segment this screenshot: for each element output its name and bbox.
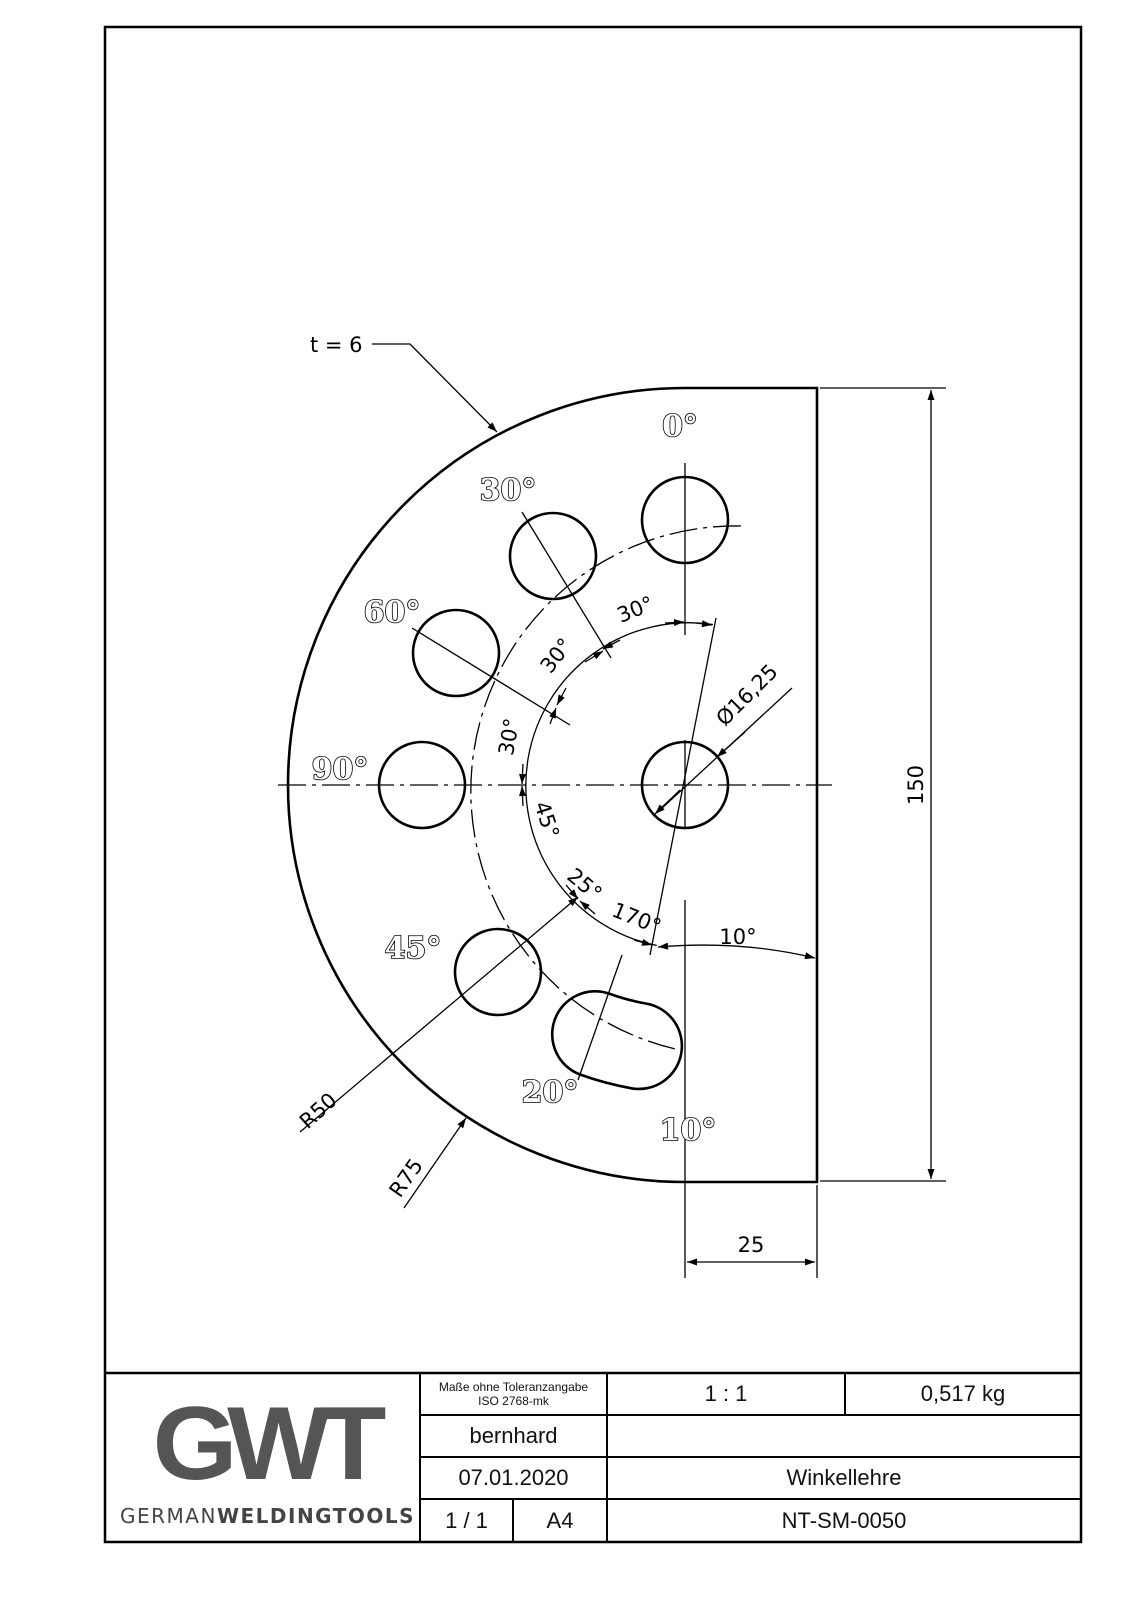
drawing-title: Winkellehre — [786, 1465, 902, 1490]
angle-label-30: 30° — [480, 473, 537, 508]
title-block-grid — [419, 1373, 1081, 1542]
dim-r75: R75 — [385, 1154, 428, 1202]
r75-leader — [403, 1117, 467, 1209]
logo-subtitle-bold: WELDINGTOOLS — [216, 1504, 416, 1528]
dim-r50: R50 — [295, 1088, 342, 1133]
dim-angle-30-top: 30° — [614, 591, 658, 627]
arrow-0 — [664, 619, 685, 627]
part-outline — [286, 386, 819, 1184]
dim-angle-30-low: 30° — [494, 716, 524, 757]
thickness-note: t = 6 — [310, 333, 363, 357]
hole-90 — [377, 740, 467, 830]
arrow-90b — [519, 785, 526, 807]
bolt-circle — [470, 525, 742, 1051]
tolerance-note: Maße ohne Toleranzangabe ISO 2768-mk — [421, 1374, 606, 1414]
hole-0 — [640, 475, 730, 565]
extension-line-170 — [649, 617, 717, 956]
drawing-number: NT-SM-0050 — [781, 1507, 907, 1533]
logo-subtitle: GERMANWELDINGTOOLS — [120, 1504, 415, 1528]
r50-leader — [299, 896, 579, 1133]
hole-60 — [411, 608, 501, 698]
hole-center — [640, 740, 730, 830]
arrow-135b — [579, 900, 596, 915]
dim-150: 150 — [904, 765, 928, 805]
angle-label-0: 0° — [662, 409, 698, 444]
arrow-90a — [519, 763, 526, 785]
dim-angle-25: 25° — [563, 863, 607, 905]
diameter-arrow-a — [654, 789, 681, 815]
arrow-60b — [549, 707, 557, 725]
dim-angle-45: 45° — [529, 798, 563, 841]
dim-angle-30-mid: 30° — [536, 634, 578, 678]
tolerance-line-2: ISO 2768-mk — [478, 1394, 549, 1408]
drawing-date: 07.01.2020 — [458, 1465, 569, 1490]
arrow-170 — [633, 938, 653, 946]
arrow-30a — [602, 639, 621, 650]
mass-value: 0,517 kg — [920, 1381, 1006, 1406]
extension-line-30 — [521, 511, 612, 659]
arrow-30b — [584, 650, 604, 663]
dim-angle-10: 10° — [719, 925, 756, 949]
company-logo: GWT GERMANWELDINGTOOLS — [120, 1386, 414, 1532]
scale-value: 1 : 1 — [704, 1381, 748, 1406]
slot-20-10 — [550, 990, 684, 1091]
angle-label-90: 90° — [312, 752, 369, 787]
extension-line-60 — [411, 627, 571, 726]
angle-label-20: 20° — [522, 1075, 579, 1110]
angle-dimension-arc — [525, 622, 714, 947]
hole-45 — [453, 927, 543, 1017]
dim-diameter: Ø16,25 — [711, 659, 782, 730]
extension-line-20 — [577, 954, 623, 1081]
drawing-frame — [103, 25, 1083, 1544]
hole-30 — [508, 511, 598, 601]
sheet-number: 1 / 1 — [445, 1507, 488, 1533]
logo-subtitle-light: GERMAN — [120, 1504, 217, 1528]
arrow-60a — [556, 687, 567, 706]
diameter-arrow-b — [716, 731, 746, 758]
dim-angle-170: 170° — [609, 898, 665, 939]
paper-format: A4 — [546, 1507, 574, 1533]
dim-25: 25 — [738, 1233, 765, 1257]
logo-mark: GWT — [152, 1386, 387, 1502]
arrow-135a — [565, 884, 579, 900]
angle-label-45: 45° — [385, 931, 442, 966]
angle-10-arc — [657, 942, 816, 960]
thickness-leader — [372, 343, 498, 433]
author-name: bernhard — [469, 1423, 558, 1448]
angle-label-60: 60° — [364, 595, 421, 630]
arrow-10b — [695, 620, 713, 628]
angle-label-10: 10° — [660, 1113, 717, 1148]
tolerance-line-1: Maße ohne Toleranzangabe — [438, 1380, 589, 1394]
